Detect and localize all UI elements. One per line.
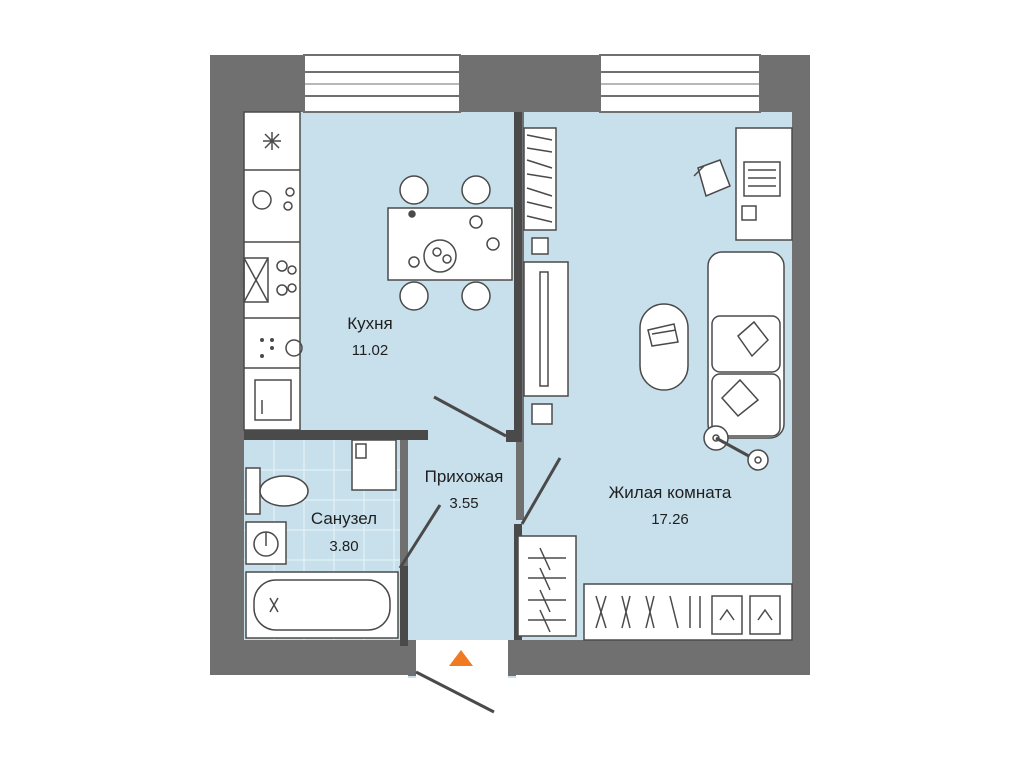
floor-lamp [703,425,769,471]
desk [735,127,793,241]
kitchen-name: Кухня [347,314,393,333]
coffee-table [639,303,689,391]
washer-icon [252,187,295,211]
wall-stub-kitchen [506,430,522,442]
door-swings [398,395,562,569]
hallway-area: 3.55 [449,495,479,512]
wall-kitchen-bath [244,430,428,440]
hallway-floor [408,430,516,678]
wall-bath-hall [400,566,408,646]
hallway-wardrobe [517,535,577,637]
bathtub [245,571,399,639]
window-kitchen [303,54,461,113]
tv-unit [523,261,569,425]
wall-kitchen-living [514,112,522,442]
window-living [599,54,761,113]
entrance-opening [408,640,516,714]
bathroom-cabinet [351,439,397,491]
kitchen-counter [243,111,301,431]
bathroom-sink [245,521,287,565]
bookshelf [523,127,557,255]
hallway-name: Прихожая [424,467,504,486]
windows [303,54,761,113]
toilet [245,467,309,515]
bathroom-area: 3.80 [329,538,359,555]
bathroom-name: Санузел [310,509,378,528]
living-area: 17.26 [651,511,689,528]
cooktop-dots-icon [260,338,274,358]
kitchen-area: 11.02 [351,342,389,359]
kitchen-sink-icon [254,339,303,421]
desk-chair [693,159,731,198]
dining-table [387,207,513,281]
living-name: Жилая комната [608,483,732,502]
dining-chairs [399,175,491,311]
fridge-snowflake-icon [263,132,281,150]
entrance-triangle-icon [449,650,473,666]
stove-icon [243,257,297,303]
living-wardrobe [583,583,793,641]
sofa [707,251,785,439]
